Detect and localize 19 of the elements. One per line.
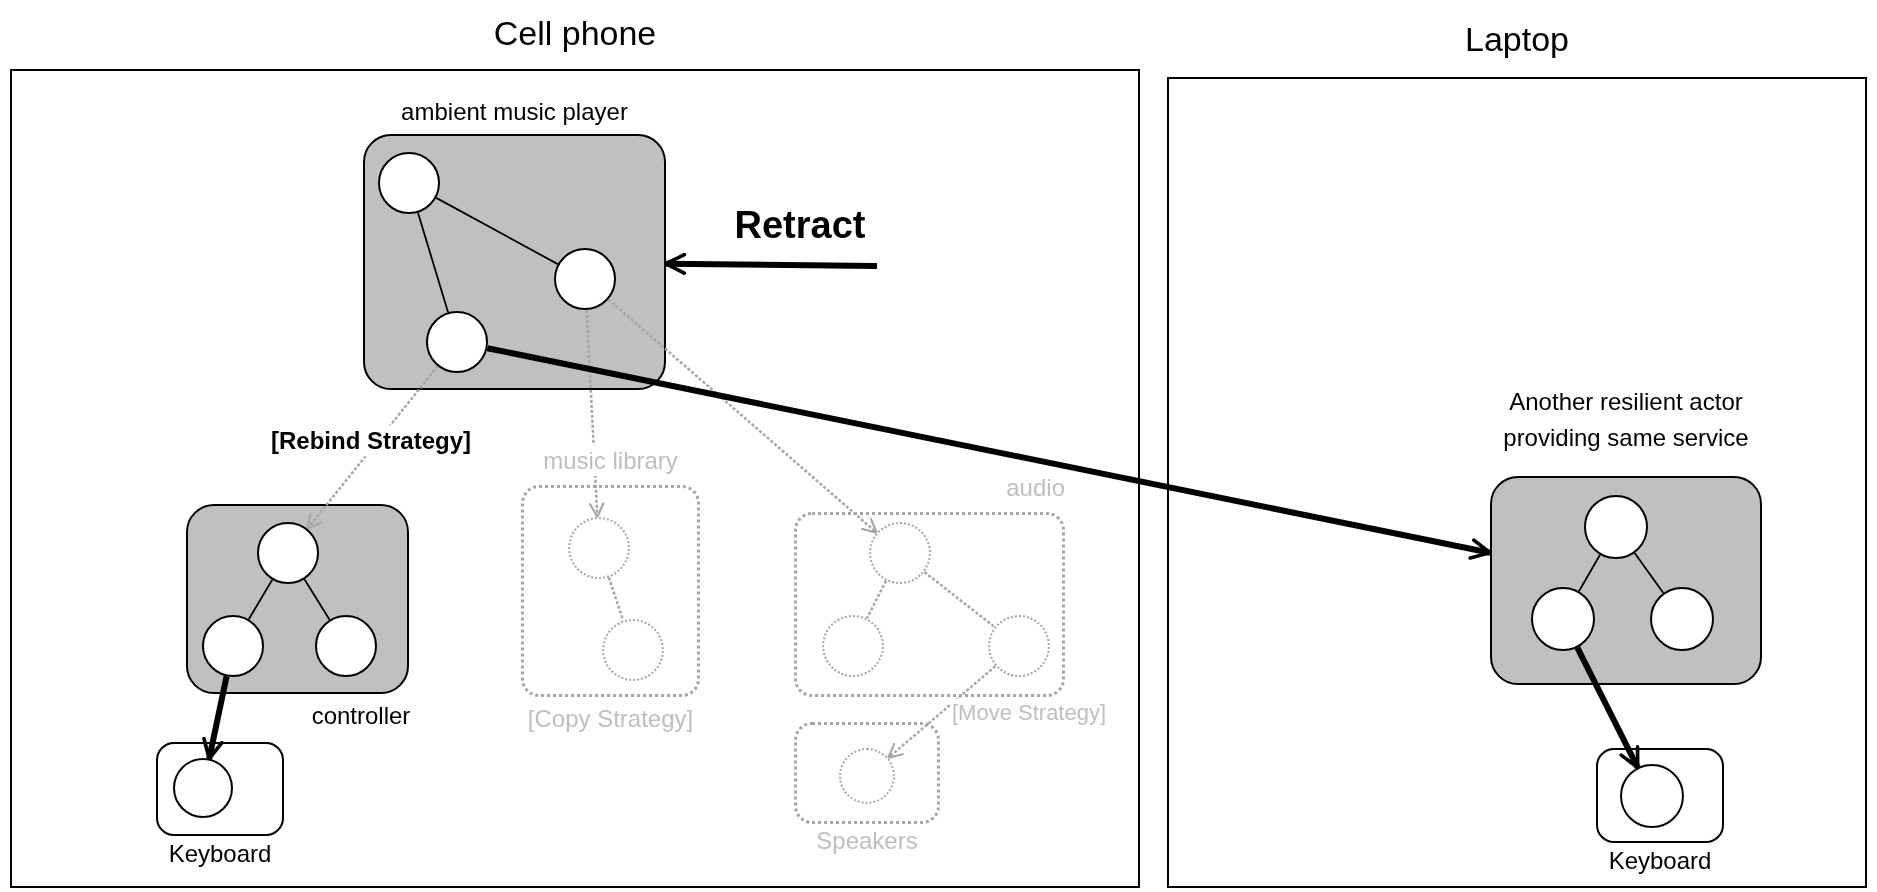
edge-label: [Rebind Strategy] [269,425,473,457]
connector-line [435,196,559,266]
arrow [887,665,997,759]
connector-line [247,578,274,621]
connector-line [1578,553,1601,593]
arrow [585,309,605,519]
connector-line [865,580,888,619]
arrow [486,345,1492,560]
actor-circle [173,758,233,818]
arrow [664,252,878,275]
arrow [607,298,878,534]
connector-line [1633,552,1665,594]
connector-line [607,577,625,621]
connector-line [923,571,996,628]
connector-line [417,211,449,314]
arrow [202,675,230,761]
arrow [306,365,439,530]
actor-circle [1620,764,1684,828]
connector-line [303,578,331,621]
